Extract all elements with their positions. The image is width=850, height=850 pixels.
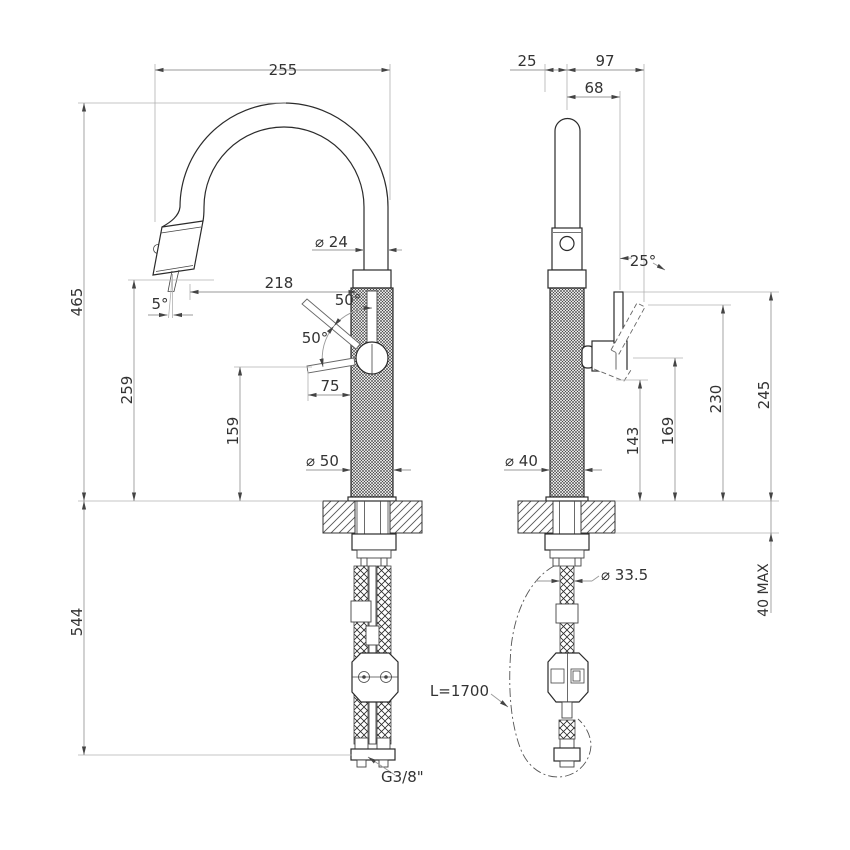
hose-tail-braid [558, 719, 576, 740]
base-flange [347, 496, 397, 502]
spray-button-profile [559, 235, 575, 252]
handle-block-tilted [593, 368, 632, 382]
body-collar [352, 269, 392, 289]
nut-tab-left-side [552, 557, 560, 567]
side-view [509, 117, 646, 778]
counter-left-side [517, 500, 554, 534]
weight-screw-right [380, 671, 392, 683]
mounting-nut-lower-side [549, 549, 585, 559]
handle-upper-position [301, 298, 361, 350]
fitting-left [354, 737, 369, 750]
nut-tab-left [360, 557, 368, 567]
dim-25deg-right [652, 262, 666, 271]
mounting-nut-side [544, 533, 590, 551]
aerator-line [155, 265, 194, 272]
nut-tab-right-side [574, 557, 582, 567]
dimension-lines [81, 67, 774, 776]
spout-inner-curve [202, 126, 365, 270]
hose-side-mid [559, 622, 575, 654]
label-under-counter: 544 [68, 608, 86, 637]
hose-tail-pipe [561, 701, 573, 719]
label-lever-tip-height: 230 [707, 385, 725, 414]
label-hole-diameter: ⌀ 33.5 [601, 566, 648, 584]
counter-right-side [580, 500, 616, 534]
label-lever-offset: 68 [584, 79, 603, 97]
label-spout-diameter: ⌀ 24 [315, 233, 348, 251]
label-outlet-height: 259 [118, 376, 136, 405]
mounting-nut-lower [356, 549, 392, 559]
weight-window-left [550, 668, 565, 684]
label-nozzle-angle: 5° [151, 295, 168, 313]
extension-lines [78, 64, 779, 756]
fitting-tail-right [378, 759, 389, 768]
label-spout-height: 465 [68, 288, 86, 317]
label-body-diameter-side: ⌀ 40 [505, 452, 538, 470]
hose-weight [351, 652, 399, 703]
mounting-shank [356, 501, 389, 534]
handle-lever-tilted [610, 302, 646, 355]
fitting-right [376, 737, 391, 750]
fitting-tail-left [356, 759, 367, 768]
hose-end-fitting [559, 738, 575, 749]
leader-l1700 [490, 693, 509, 708]
hose-weight-side [547, 652, 589, 703]
label-outlet-offset: 218 [265, 274, 294, 292]
base-flange-side [545, 496, 589, 502]
dim-d335-riser [591, 575, 600, 582]
label-counter-thickness: 40 MAX [756, 563, 772, 617]
dimension-labels: 255 465 544 259 159 218 5° ⌀ 24 50° 50° … [68, 52, 773, 786]
spray-head [152, 220, 204, 276]
label-handle-angle-upper: 50° [335, 291, 362, 309]
label-lever-top-height: 245 [755, 381, 773, 410]
dim-arc-50-upper [333, 305, 373, 327]
pullout-hose-loop [509, 565, 592, 778]
counter-right [389, 500, 423, 534]
body-knurled-side [549, 287, 585, 498]
label-hose-length: L=1700 [430, 682, 489, 700]
label-handle-angle-lower: 50° [302, 329, 329, 347]
spout-outer-curve [161, 102, 389, 270]
pipe-connector [365, 625, 380, 646]
hose-connector [350, 600, 372, 623]
body-collar-side [547, 269, 587, 289]
front-view [152, 102, 423, 768]
label-body-diameter: ⌀ 50 [306, 452, 339, 470]
hose-end-nut [553, 747, 581, 762]
fitting-bar [350, 748, 396, 761]
nozzle-tip [167, 269, 180, 292]
spout-profile [554, 117, 581, 228]
hose-side-upper [559, 565, 575, 605]
spray-head-profile [551, 227, 583, 271]
mounting-nut [351, 533, 397, 551]
label-lever-angle: 25° [630, 252, 657, 270]
counter-left [322, 500, 356, 534]
handle-slot [366, 290, 378, 345]
label-front-offset: 25 [517, 52, 536, 70]
nut-tab-right [380, 557, 388, 567]
mounting-shank-side [552, 501, 582, 534]
label-handle-height: 159 [224, 417, 242, 446]
handle-lower-position [306, 357, 356, 374]
label-lever-tip-reach: 97 [595, 52, 614, 70]
label-handle-base-height: 169 [659, 417, 677, 446]
hose-end-tail [559, 760, 575, 768]
spray-head-joint [160, 226, 202, 234]
hose-connector-side [555, 603, 579, 624]
weight-window-inner [572, 670, 581, 682]
weight-window-right [570, 668, 585, 684]
label-spout-reach: 255 [269, 61, 298, 79]
screw-dot [362, 675, 366, 679]
label-handle-length: 75 [320, 377, 339, 395]
nozzle-axis-tilted [168, 273, 173, 319]
leader-g38 [367, 756, 396, 776]
dim-arc-50-lower [319, 325, 335, 368]
screw-dot [384, 675, 388, 679]
label-handle-bottom-height: 143 [624, 427, 642, 456]
weight-screw-left [358, 671, 370, 683]
label-connection-thread: G3/8" [381, 768, 424, 786]
dim-25deg-left [619, 256, 633, 261]
